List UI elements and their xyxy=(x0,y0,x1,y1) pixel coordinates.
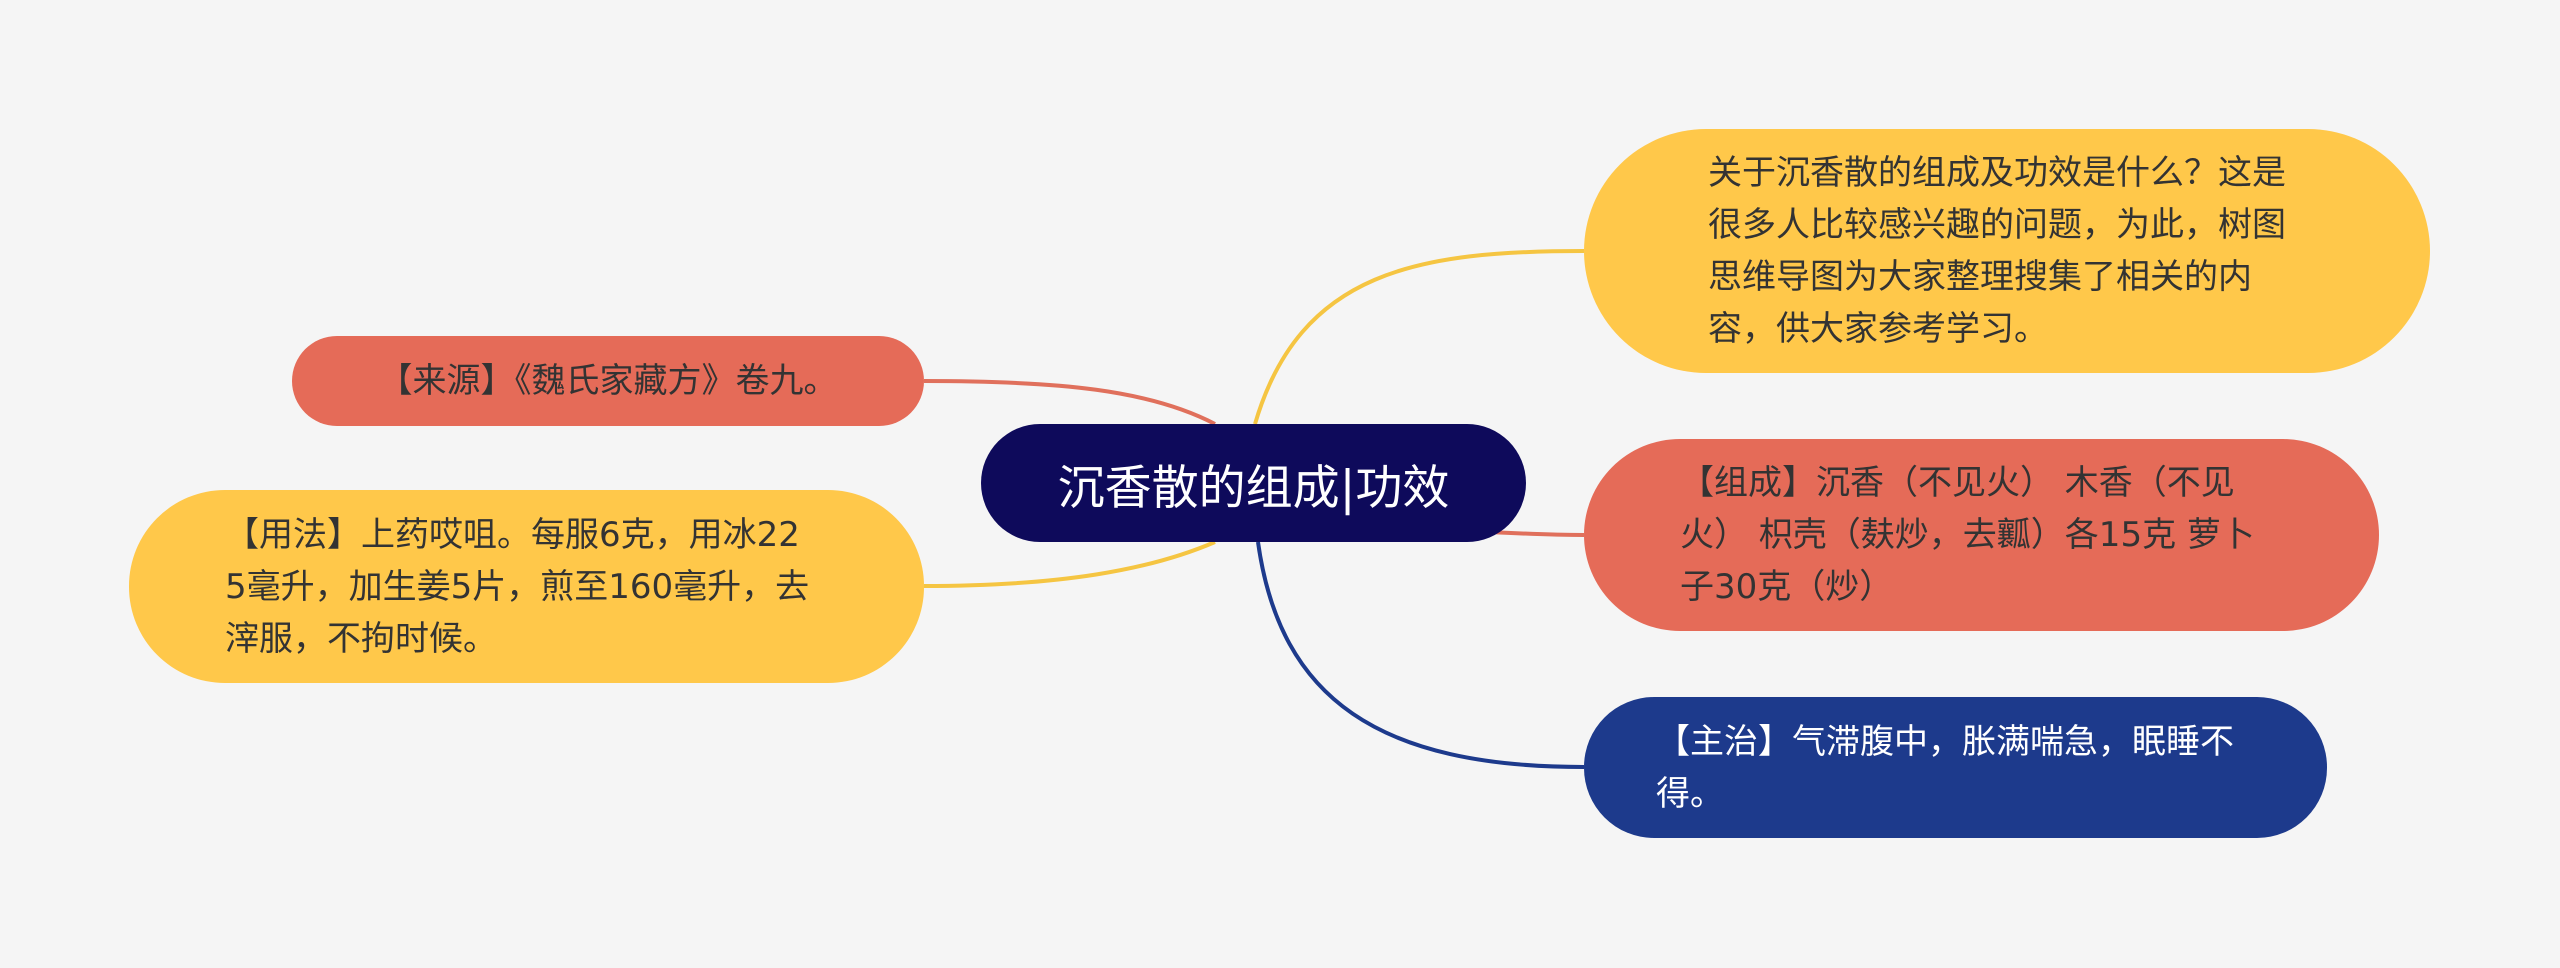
branch-indication[interactable]: 【主治】气滞腹中，胀满喘急，眠睡不得。 xyxy=(1584,697,2327,838)
branch-intro[interactable]: 关于沉香散的组成及功效是什么？这是很多人比较感兴趣的问题，为此，树图思维导图为大… xyxy=(1584,129,2430,373)
branch-usage[interactable]: 【用法】上药哎咀。每服6克，用冰225毫升，加生姜5片，煎至160毫升，去滓服，… xyxy=(129,490,924,683)
central-topic[interactable]: 沉香散的组成|功效 xyxy=(981,424,1526,542)
branch-usage-text: 【用法】上药哎咀。每服6克，用冰225毫升，加生姜5片，煎至160毫升，去滓服，… xyxy=(225,514,810,659)
branch-source[interactable]: 【来源】《魏氏家藏方》卷九。 xyxy=(292,336,924,426)
branch-composition[interactable]: 【组成】沉香（不见火） 木香（不见火） 枳壳（麸炒，去瓤）各15克 萝卜子30克… xyxy=(1584,439,2379,631)
connector-intro xyxy=(1253,249,1585,425)
connector-usage xyxy=(923,540,1216,588)
branch-source-text: 【来源】《魏氏家藏方》卷九。 xyxy=(378,361,838,401)
central-topic-label: 沉香散的组成|功效 xyxy=(1057,460,1450,516)
connector-indication xyxy=(1256,541,1585,769)
branch-composition-text: 【组成】沉香（不见火） 木香（不见火） 枳壳（麸炒，去瓤）各15克 萝卜子30克… xyxy=(1680,463,2255,607)
branch-indication-text: 【主治】气滞腹中，胀满喘急，眠睡不得。 xyxy=(1656,721,2234,814)
branch-intro-text: 关于沉香散的组成及功效是什么？这是很多人比较感兴趣的问题，为此，树图思维导图为大… xyxy=(1708,153,2286,349)
connector-source xyxy=(923,379,1216,426)
connector-composition xyxy=(1489,530,1585,537)
